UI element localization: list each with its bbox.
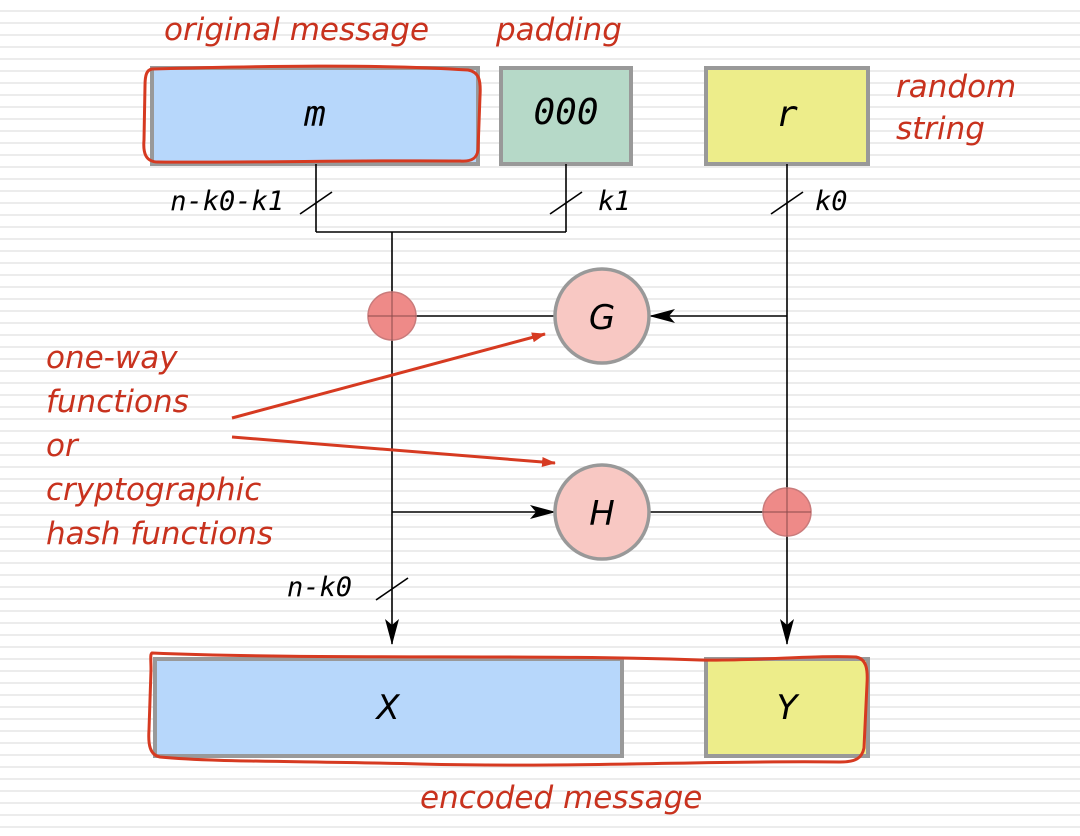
original-message-annotation: original message — [164, 12, 429, 48]
xor-2-icon — [762, 487, 812, 537]
y-output-box — [704, 657, 870, 758]
y-output-label: Y — [777, 688, 800, 728]
g-function-label: G — [589, 298, 615, 338]
xor-1-icon — [367, 291, 417, 341]
random-string-annotation: random string — [896, 69, 1026, 147]
random-string-line-2: string — [896, 111, 985, 147]
padding-box-label: 000 — [533, 92, 598, 133]
random-box-label: r — [776, 94, 798, 135]
random-width-label: k0 — [815, 186, 848, 217]
message-highlight-outline — [142, 64, 482, 164]
h-function-circle — [553, 463, 651, 561]
h-function-label: H — [589, 494, 615, 534]
padding-annotation: padding — [495, 12, 622, 48]
encoded-message-highlight-outline — [147, 651, 869, 767]
g-function-circle — [553, 267, 651, 365]
random-string-line-1: random — [896, 69, 1016, 105]
x-output-box — [153, 657, 624, 758]
random-width-tick — [770, 191, 804, 215]
function-note-line-2: functions — [46, 384, 189, 420]
message-width-label: n-k0-k1 — [170, 186, 284, 217]
function-note-line-1: one-way — [46, 340, 178, 376]
function-note-annotation: one-way functions or cryptographic hash … — [46, 340, 273, 552]
x-width-label: n-k0 — [287, 572, 352, 603]
function-note-line-5: hash functions — [46, 516, 273, 552]
padding-width-label: k1 — [598, 186, 631, 217]
message-box-label: m — [303, 94, 326, 135]
function-note-line-3: or — [46, 428, 80, 464]
message-box — [150, 66, 480, 166]
note-to-h-arrow — [231, 435, 556, 467]
function-note-line-4: cryptographic — [46, 472, 261, 508]
message-width-tick — [299, 191, 333, 215]
x-width-tick — [375, 577, 409, 601]
encoded-message-annotation: encoded message — [420, 780, 702, 816]
note-to-g-arrow — [231, 332, 546, 420]
x-output-label: X — [374, 688, 400, 728]
padding-width-tick — [549, 191, 583, 215]
